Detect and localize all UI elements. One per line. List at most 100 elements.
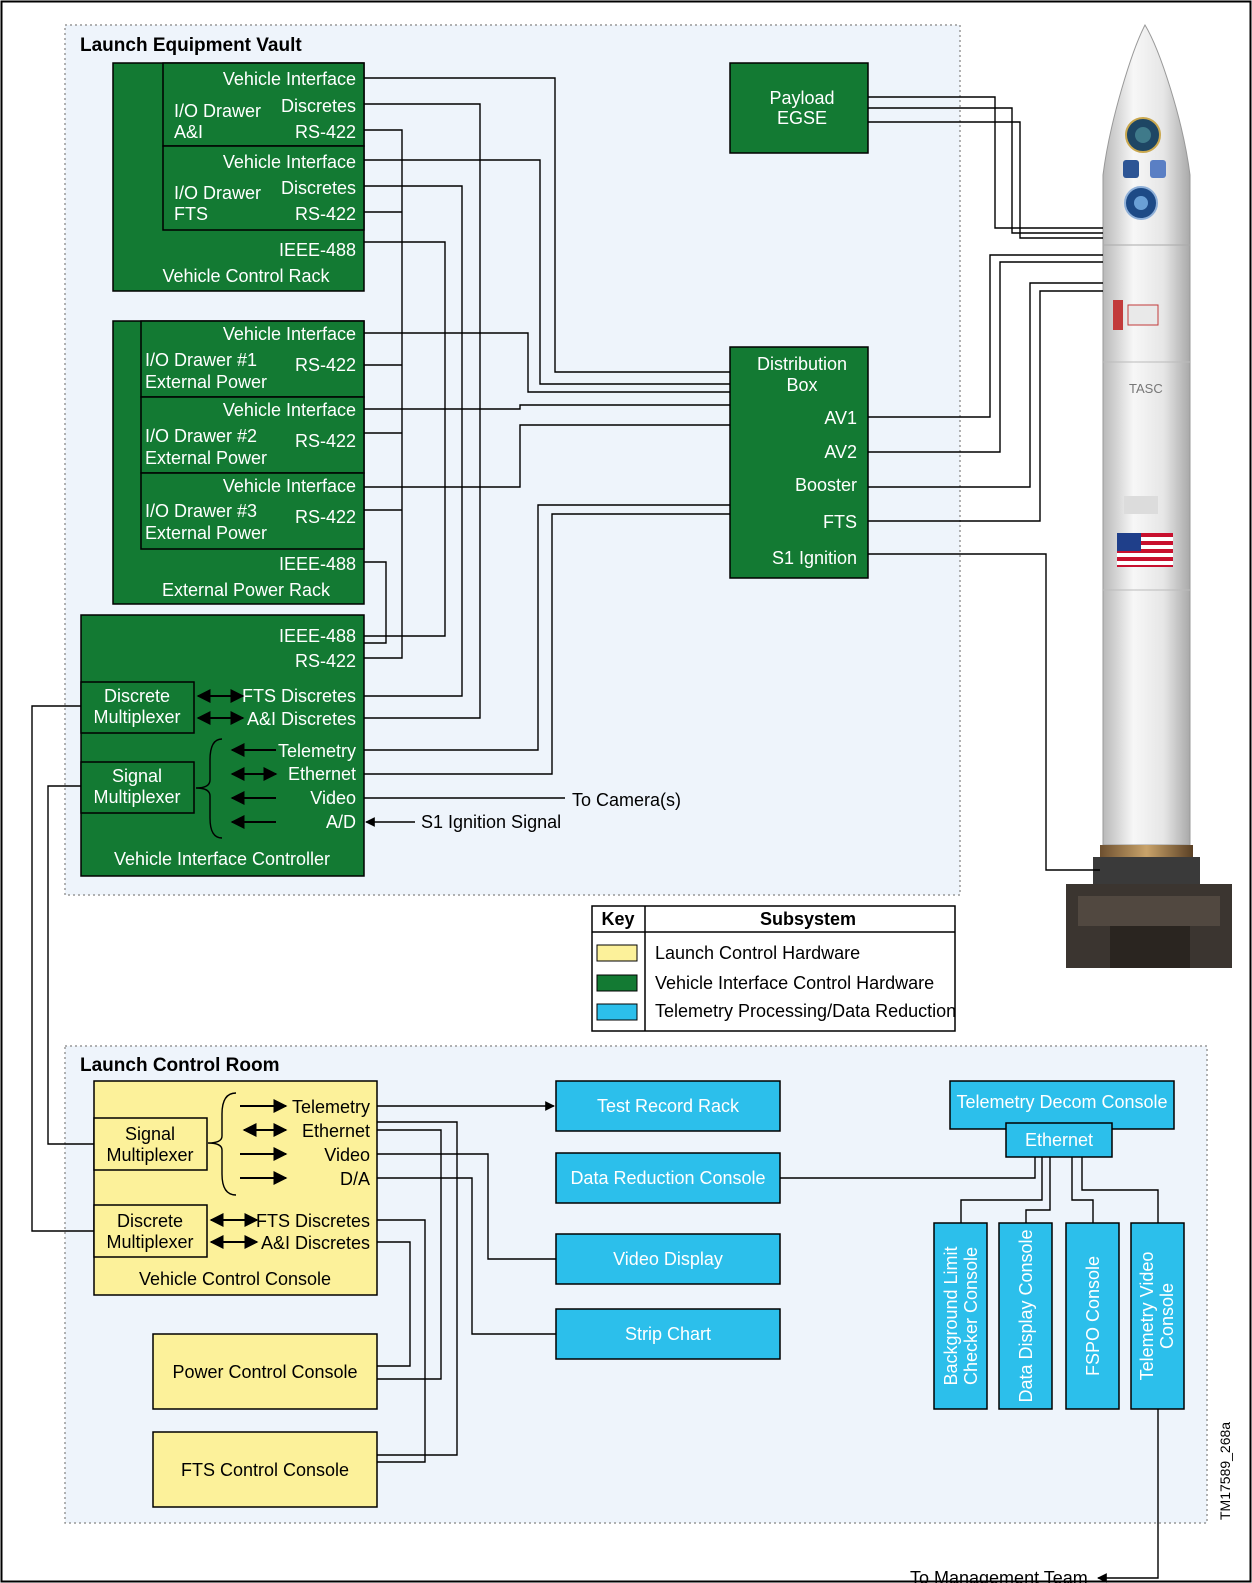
vcc-dm-label-2: Multiplexer xyxy=(106,1232,193,1252)
external-power-rack: Vehicle Interface I/O Drawer #1 External… xyxy=(112,320,365,605)
vic-rs422: RS-422 xyxy=(295,651,356,671)
vcc-sm-label-2: Multiplexer xyxy=(106,1145,193,1165)
vic-video: Video xyxy=(310,788,356,808)
tvc-label: Telemetry Video xyxy=(1137,1252,1157,1381)
d1-vehicle-interface: Vehicle Interface xyxy=(223,324,356,344)
dist-av2: AV2 xyxy=(824,442,857,462)
io-drawer-1 xyxy=(140,320,365,398)
io-fts-vehicle-interface: Vehicle Interface xyxy=(223,152,356,172)
io-fts-discretes: Discretes xyxy=(281,178,356,198)
distribution-box: Distribution Box AV1 AV2 Booster FTS S1 … xyxy=(729,346,869,579)
vic-fts-discretes: FTS Discretes xyxy=(242,686,356,706)
trr-label: Test Record Rack xyxy=(597,1096,740,1116)
dist-fts: FTS xyxy=(823,512,857,532)
vcr-ieee488: IEEE-488 xyxy=(279,240,356,260)
vault-title: Launch Equipment Vault xyxy=(80,35,302,56)
test-record-rack: Test Record Rack xyxy=(555,1080,781,1132)
data-reduction-console: Data Reduction Console xyxy=(555,1152,781,1204)
vcc-telemetry: Telemetry xyxy=(292,1097,370,1117)
io-ai-rs422: RS-422 xyxy=(295,122,356,142)
power-control-console: Power Control Console xyxy=(152,1333,378,1410)
vic-sm-label: Signal xyxy=(112,766,162,786)
ftscc-label: FTS Control Console xyxy=(181,1460,349,1480)
figure-id: TM17589_268a xyxy=(1217,1422,1233,1520)
pcc-label: Power Control Console xyxy=(172,1362,357,1382)
key-swatch-cyan xyxy=(596,1003,638,1021)
vcc-ai-discretes: A&I Discretes xyxy=(261,1233,370,1253)
io-ai-name-2: A&I xyxy=(174,122,203,142)
vic-brace xyxy=(195,738,223,839)
blc-label: Background Limit xyxy=(941,1246,961,1385)
d1-name: I/O Drawer #1 xyxy=(145,350,257,370)
payload-label-2: EGSE xyxy=(777,108,827,128)
vic-ethernet: Ethernet xyxy=(288,764,356,784)
io-fts-name: I/O Drawer xyxy=(174,183,261,203)
vcc-brace xyxy=(207,1092,237,1196)
vcc-dm-label: Discrete xyxy=(117,1211,183,1231)
dist-s1-ignition: S1 Ignition xyxy=(772,548,857,568)
key-label-telemetry: Telemetry Processing/Data Reduction xyxy=(655,1001,956,1021)
d1-rs422: RS-422 xyxy=(295,355,356,375)
fspo-console: FSPO Console xyxy=(1065,1222,1120,1410)
drc-label: Data Reduction Console xyxy=(570,1168,765,1188)
io-fts-name-2: FTS xyxy=(174,204,208,224)
us-flag-icon xyxy=(1117,533,1173,567)
key-header: Key xyxy=(601,909,634,929)
vcc-fts-discretes: FTS Discretes xyxy=(256,1211,370,1231)
rocket-tasc-label: TASC xyxy=(1129,381,1163,396)
d2-vehicle-interface: Vehicle Interface xyxy=(223,400,356,420)
io-drawer-3 xyxy=(140,472,365,550)
key-swatch-green xyxy=(596,974,638,992)
io-ai-vehicle-interface: Vehicle Interface xyxy=(223,69,356,89)
vic-ad: A/D xyxy=(326,812,356,832)
io-fts-rs422: RS-422 xyxy=(295,204,356,224)
vcc-video: Video xyxy=(324,1145,370,1165)
to-management-label: To Management Team xyxy=(910,1568,1088,1583)
payload-label: Payload xyxy=(769,88,834,108)
legend-key: Key Subsystem Launch Control Hardware Ve… xyxy=(591,905,956,1032)
vehicle-control-console: Signal Multiplexer Discrete Multiplexer … xyxy=(93,1080,378,1296)
d2-rs422: RS-422 xyxy=(295,431,356,451)
io-drawer-fts xyxy=(162,145,365,231)
s1-signal-label: S1 Ignition Signal xyxy=(421,812,561,832)
background-limit-checker-console: Background Limit Checker Console xyxy=(933,1222,988,1410)
d2-name: I/O Drawer #2 xyxy=(145,426,257,446)
vcc-sm-label: Signal xyxy=(125,1124,175,1144)
key-label-launch: Launch Control Hardware xyxy=(655,943,860,963)
vic-sm-label-2: Multiplexer xyxy=(93,787,180,807)
video-display: Video Display xyxy=(555,1233,781,1285)
dist-booster: Booster xyxy=(795,475,857,495)
d1-name-2: External Power xyxy=(145,372,267,392)
room-title: Launch Control Room xyxy=(80,1055,279,1076)
key-swatch-yellow xyxy=(596,944,638,962)
payload-egse: Payload EGSE xyxy=(729,62,869,154)
vic-dm-label: Discrete xyxy=(104,686,170,706)
io-ai-discretes: Discretes xyxy=(281,96,356,116)
epr-ieee488: IEEE-488 xyxy=(279,554,356,574)
d3-name: I/O Drawer #3 xyxy=(145,501,257,521)
vic-telemetry: Telemetry xyxy=(278,741,356,761)
fts-control-console: FTS Control Console xyxy=(152,1431,378,1508)
tdc-label: Telemetry Decom Console xyxy=(956,1092,1167,1112)
d3-name-2: External Power xyxy=(145,523,267,543)
vault-wiring xyxy=(364,77,1103,871)
epr-name: External Power Rack xyxy=(162,580,331,600)
vcc-signal-multiplexer xyxy=(93,1117,208,1171)
vic-discrete-multiplexer xyxy=(80,681,195,734)
d3-vehicle-interface: Vehicle Interface xyxy=(223,476,356,496)
io-ai-name: I/O Drawer xyxy=(174,101,261,121)
vehicle-control-rack: Vehicle Interface I/O Drawer A&I Discret… xyxy=(112,62,365,292)
vic-dm-label-2: Multiplexer xyxy=(93,707,180,727)
telemetry-video-console: Telemetry Video Console xyxy=(1130,1222,1185,1410)
blc-label-2: Checker Console xyxy=(961,1247,981,1385)
io-drawer-2 xyxy=(140,396,365,474)
dist-label: Distribution xyxy=(757,354,847,374)
vcc-name: Vehicle Control Console xyxy=(139,1269,331,1289)
vic-ai-discretes: A&I Discretes xyxy=(247,709,356,729)
data-display-console: Data Display Console xyxy=(998,1222,1053,1410)
vcc-da: D/A xyxy=(340,1169,370,1189)
ddc-label: Data Display Console xyxy=(1016,1229,1036,1402)
vehicle-interface-controller: IEEE-488 RS-422 Discrete Multiplexer Sig… xyxy=(80,614,365,877)
